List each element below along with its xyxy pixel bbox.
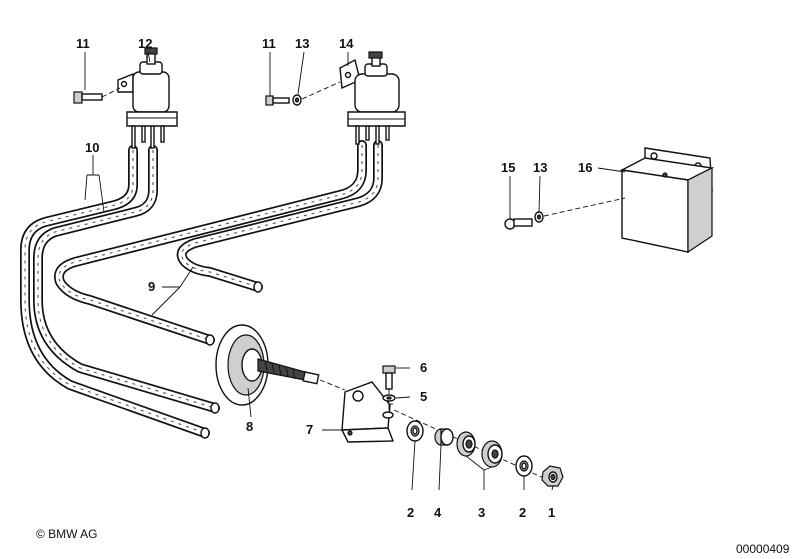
copyright-notice: © BMW AG: [36, 527, 98, 541]
callout-13-top: 13: [295, 36, 309, 51]
callout-5: 5: [420, 389, 427, 404]
vacuum-diaphragm-8: [215, 324, 346, 406]
washer-2-rear: [515, 455, 533, 477]
drawing-number: 00000409: [736, 542, 790, 556]
callout-14: 14: [339, 36, 354, 51]
callout-11-right: 11: [262, 36, 276, 51]
callout-2-front: 2: [407, 505, 414, 520]
callout-3: 3: [478, 505, 485, 520]
bracket-7: [340, 381, 395, 443]
callout-9: 9: [148, 279, 155, 294]
callout-11-left: 11: [76, 36, 90, 51]
bolt-11-right: [265, 95, 290, 106]
callout-4: 4: [434, 505, 442, 520]
control-unit-16: [619, 147, 715, 254]
vacuum-valve-12: [117, 47, 178, 149]
callout-13-right: 13: [533, 160, 547, 175]
callout-10: 10: [85, 140, 99, 155]
callout-1: 1: [548, 505, 555, 520]
callout-2-rear: 2: [519, 505, 526, 520]
callout-16: 16: [578, 160, 592, 175]
washer-13-right: [534, 197, 626, 223]
leader-lines: [84, 51, 626, 491]
callout-6: 6: [420, 360, 427, 375]
washer-2-front: [406, 420, 424, 442]
sleeve-4: [434, 428, 454, 446]
hose-ends: [200, 281, 263, 439]
bolt-11-left: [73, 87, 121, 104]
rubber-bushing-3: [456, 431, 503, 468]
washer-5: [382, 394, 396, 419]
callout-15: 15: [501, 160, 515, 175]
vacuum-hose-10: [20, 145, 220, 438]
callout-labels: 11 12 11 13 14 10 15 13 16 9 6 5 8 7 2 4…: [76, 36, 592, 520]
bolt-6: [382, 365, 396, 412]
callout-7: 7: [306, 422, 313, 437]
vacuum-hose-9: [54, 140, 383, 345]
washer-13-top: [292, 81, 341, 106]
vacuum-valve-14: [339, 51, 406, 145]
callout-12: 12: [138, 36, 152, 51]
nut-1: [541, 465, 564, 487]
callout-8: 8: [246, 419, 253, 434]
screw-15: [504, 218, 533, 230]
